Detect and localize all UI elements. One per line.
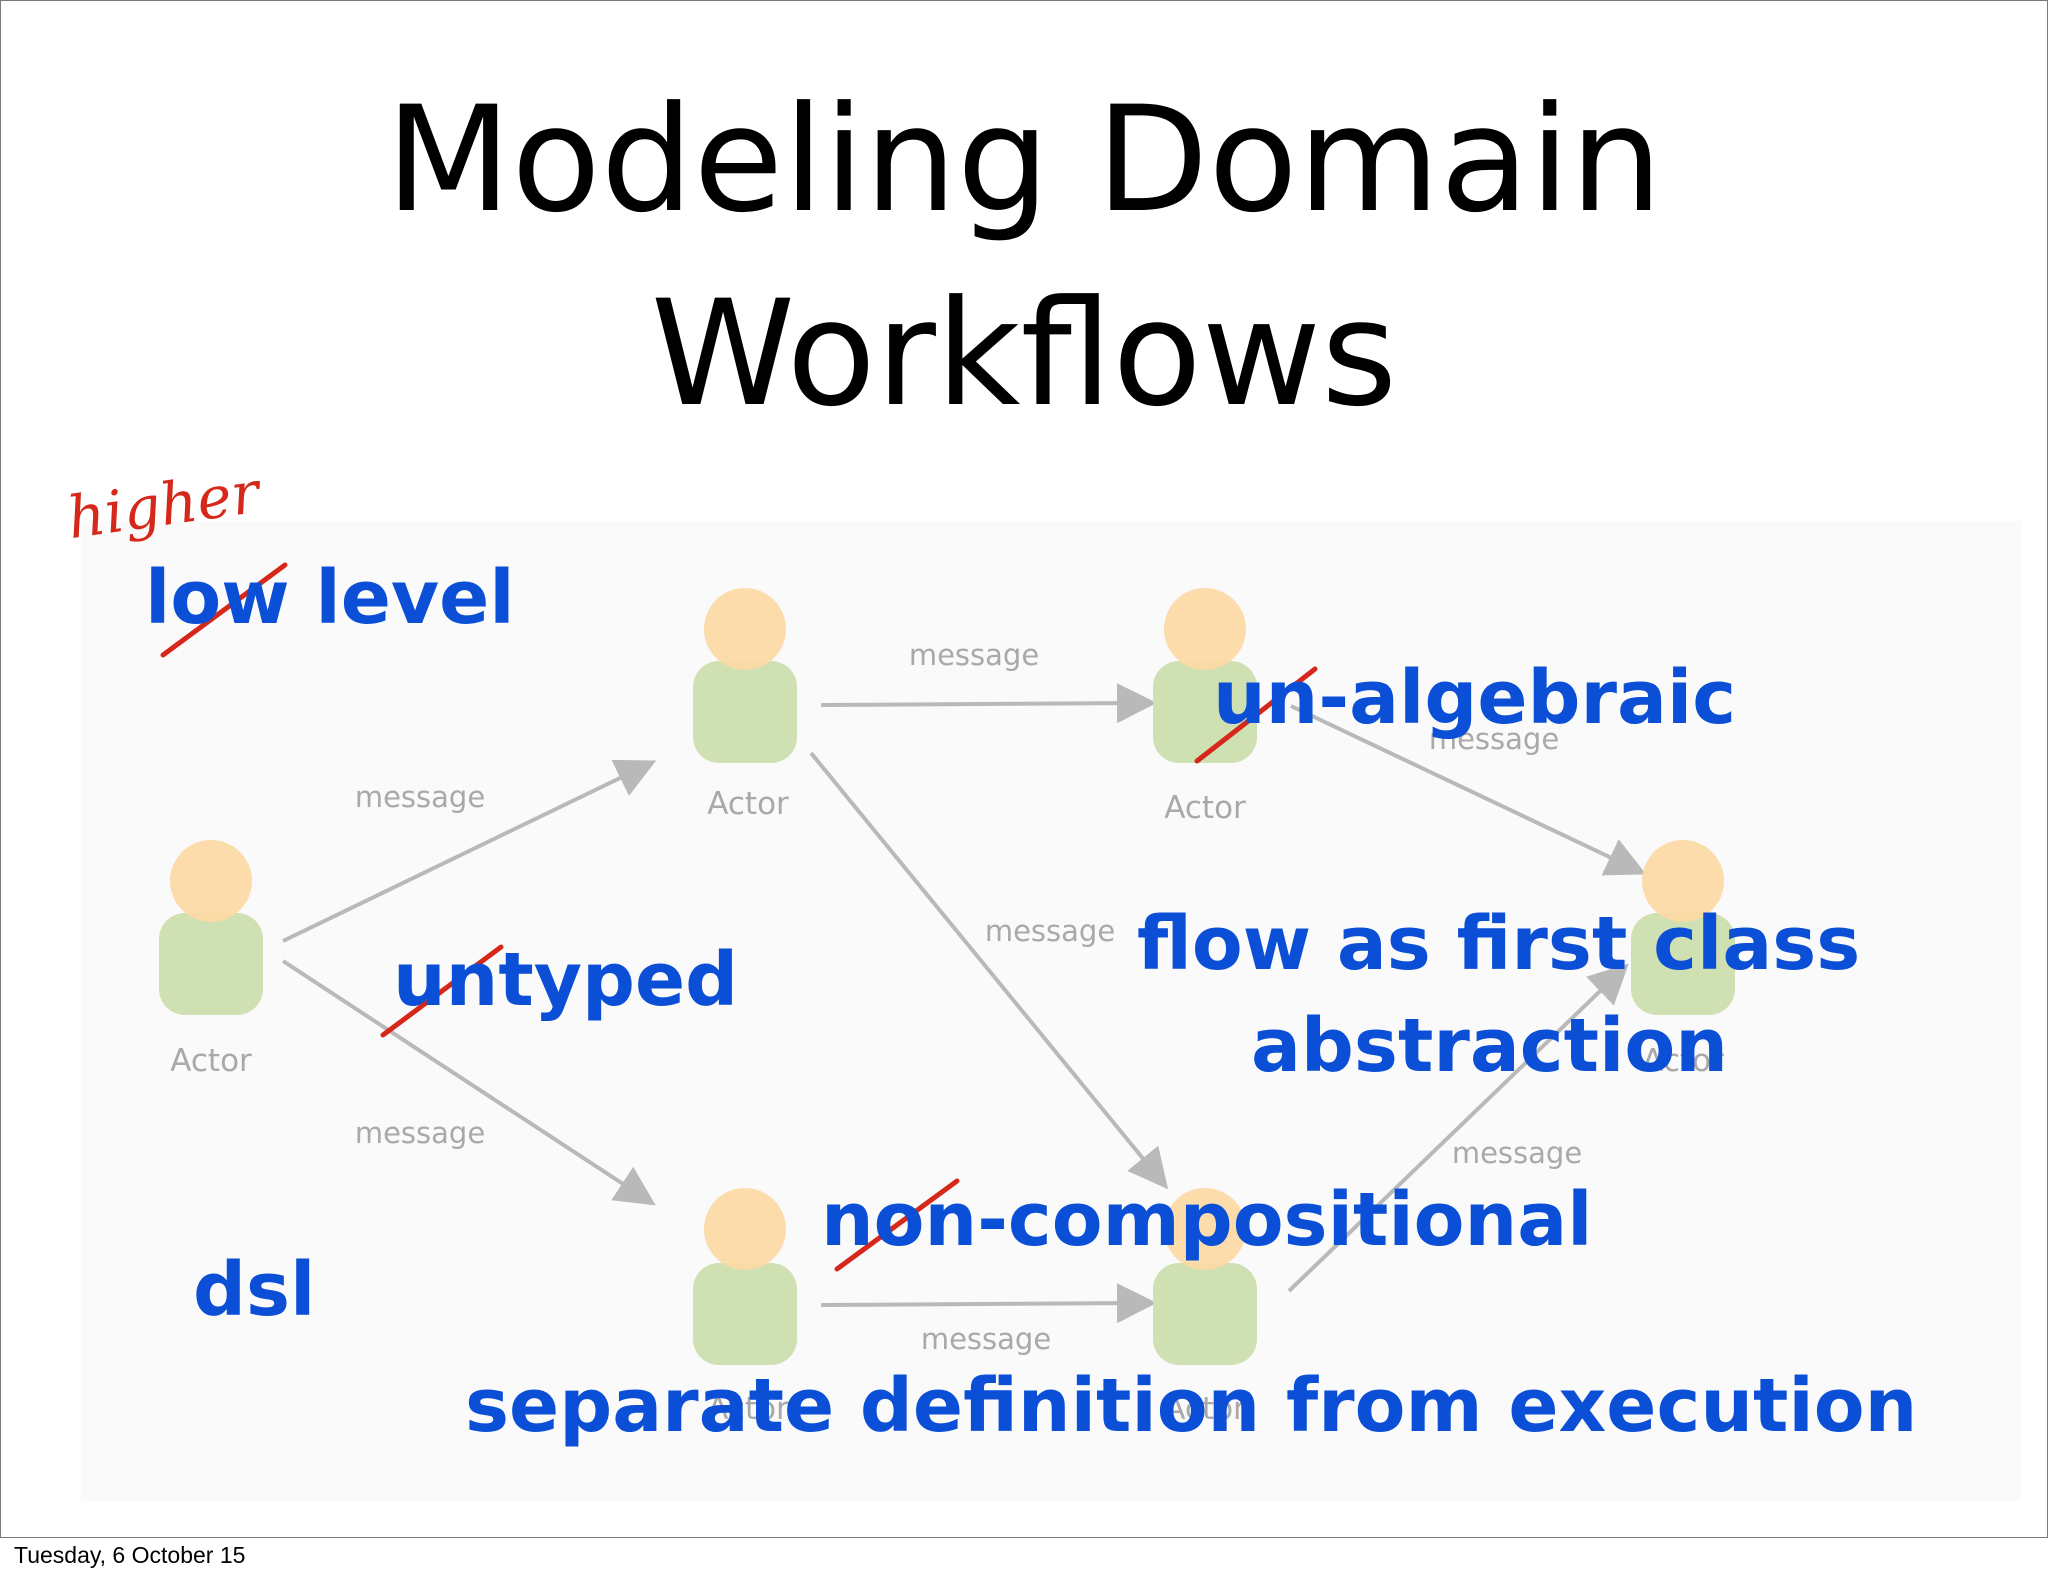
actor-diagram: message message message message message …: [159, 562, 1735, 1427]
annotation-dsl: dsl: [193, 1247, 316, 1333]
edge-b-to-d: [820, 683, 1157, 724]
actor-head: [704, 588, 786, 670]
actor-head: [1642, 840, 1724, 922]
edge-a-to-b: [282, 759, 657, 943]
actor-head: [1164, 588, 1246, 670]
actor-f: Actor: [1631, 840, 1735, 1079]
actor-body: [693, 661, 797, 763]
actor-head: [704, 1188, 786, 1270]
actor-body: [1631, 913, 1735, 1015]
slide-title: Modeling Domain Workflows: [1, 63, 2047, 451]
actor-body: [159, 913, 263, 1015]
edge-e-to-f: [1287, 963, 1629, 1293]
actor-label: Actor: [707, 1391, 789, 1427]
annotation-flow-line-2: abstraction: [1251, 1003, 1728, 1089]
actor-b: Actor: [693, 588, 797, 822]
actor-body: [1153, 1263, 1257, 1365]
annotation-low-level: low level: [145, 555, 515, 641]
strike-un: [1194, 666, 1318, 764]
edge-label-c-e: message: [921, 1322, 1051, 1356]
footer-date: Tuesday, 6 October 15: [14, 1542, 246, 1568]
annotation-separate: separate definition from execution: [465, 1363, 1918, 1449]
edge-b-to-e: [809, 751, 1169, 1190]
annotation-flow-line-1: flow as first class: [1137, 901, 1861, 987]
edge-label-e-f: message: [1452, 1136, 1582, 1170]
actor-head: [170, 840, 252, 922]
edge-label-a-b: message: [355, 780, 485, 814]
strike-low: [160, 562, 288, 658]
actor-c: Actor: [693, 1188, 797, 1427]
actor-label: Actor: [170, 1043, 252, 1079]
actor-head: [1164, 1188, 1246, 1270]
annotation-untyped: untyped: [393, 937, 739, 1023]
actor-label: Actor: [1164, 790, 1246, 826]
annotation-un-algebraic: un-algebraic: [1213, 655, 1737, 741]
edge-label-b-d: message: [909, 638, 1039, 672]
actor-label: Actor: [1642, 1043, 1724, 1079]
actor-body: [693, 1263, 797, 1365]
actor-label: Actor: [707, 786, 789, 822]
strike-non: [834, 1178, 960, 1272]
edge-c-to-e: [820, 1283, 1157, 1324]
title-line-1: Modeling Domain: [385, 75, 1663, 245]
annotation-non-compositional: non-compositional: [821, 1177, 1593, 1263]
title-line-2: Workflows: [650, 269, 1398, 439]
edge-label-b-e: message: [985, 914, 1115, 948]
edge-label-a-c: message: [355, 1116, 485, 1150]
actor-a: Actor: [159, 840, 263, 1079]
edge-d-to-f: [1290, 704, 1647, 876]
actor-label: Actor: [1164, 1391, 1246, 1427]
strike-untyped: [380, 944, 504, 1038]
edge-label-d-f: message: [1429, 722, 1559, 756]
slide: Modeling Domain Workflows message messag…: [0, 0, 2048, 1538]
actor-e: Actor: [1153, 1188, 1257, 1427]
edge-a-to-c: [281, 959, 656, 1206]
